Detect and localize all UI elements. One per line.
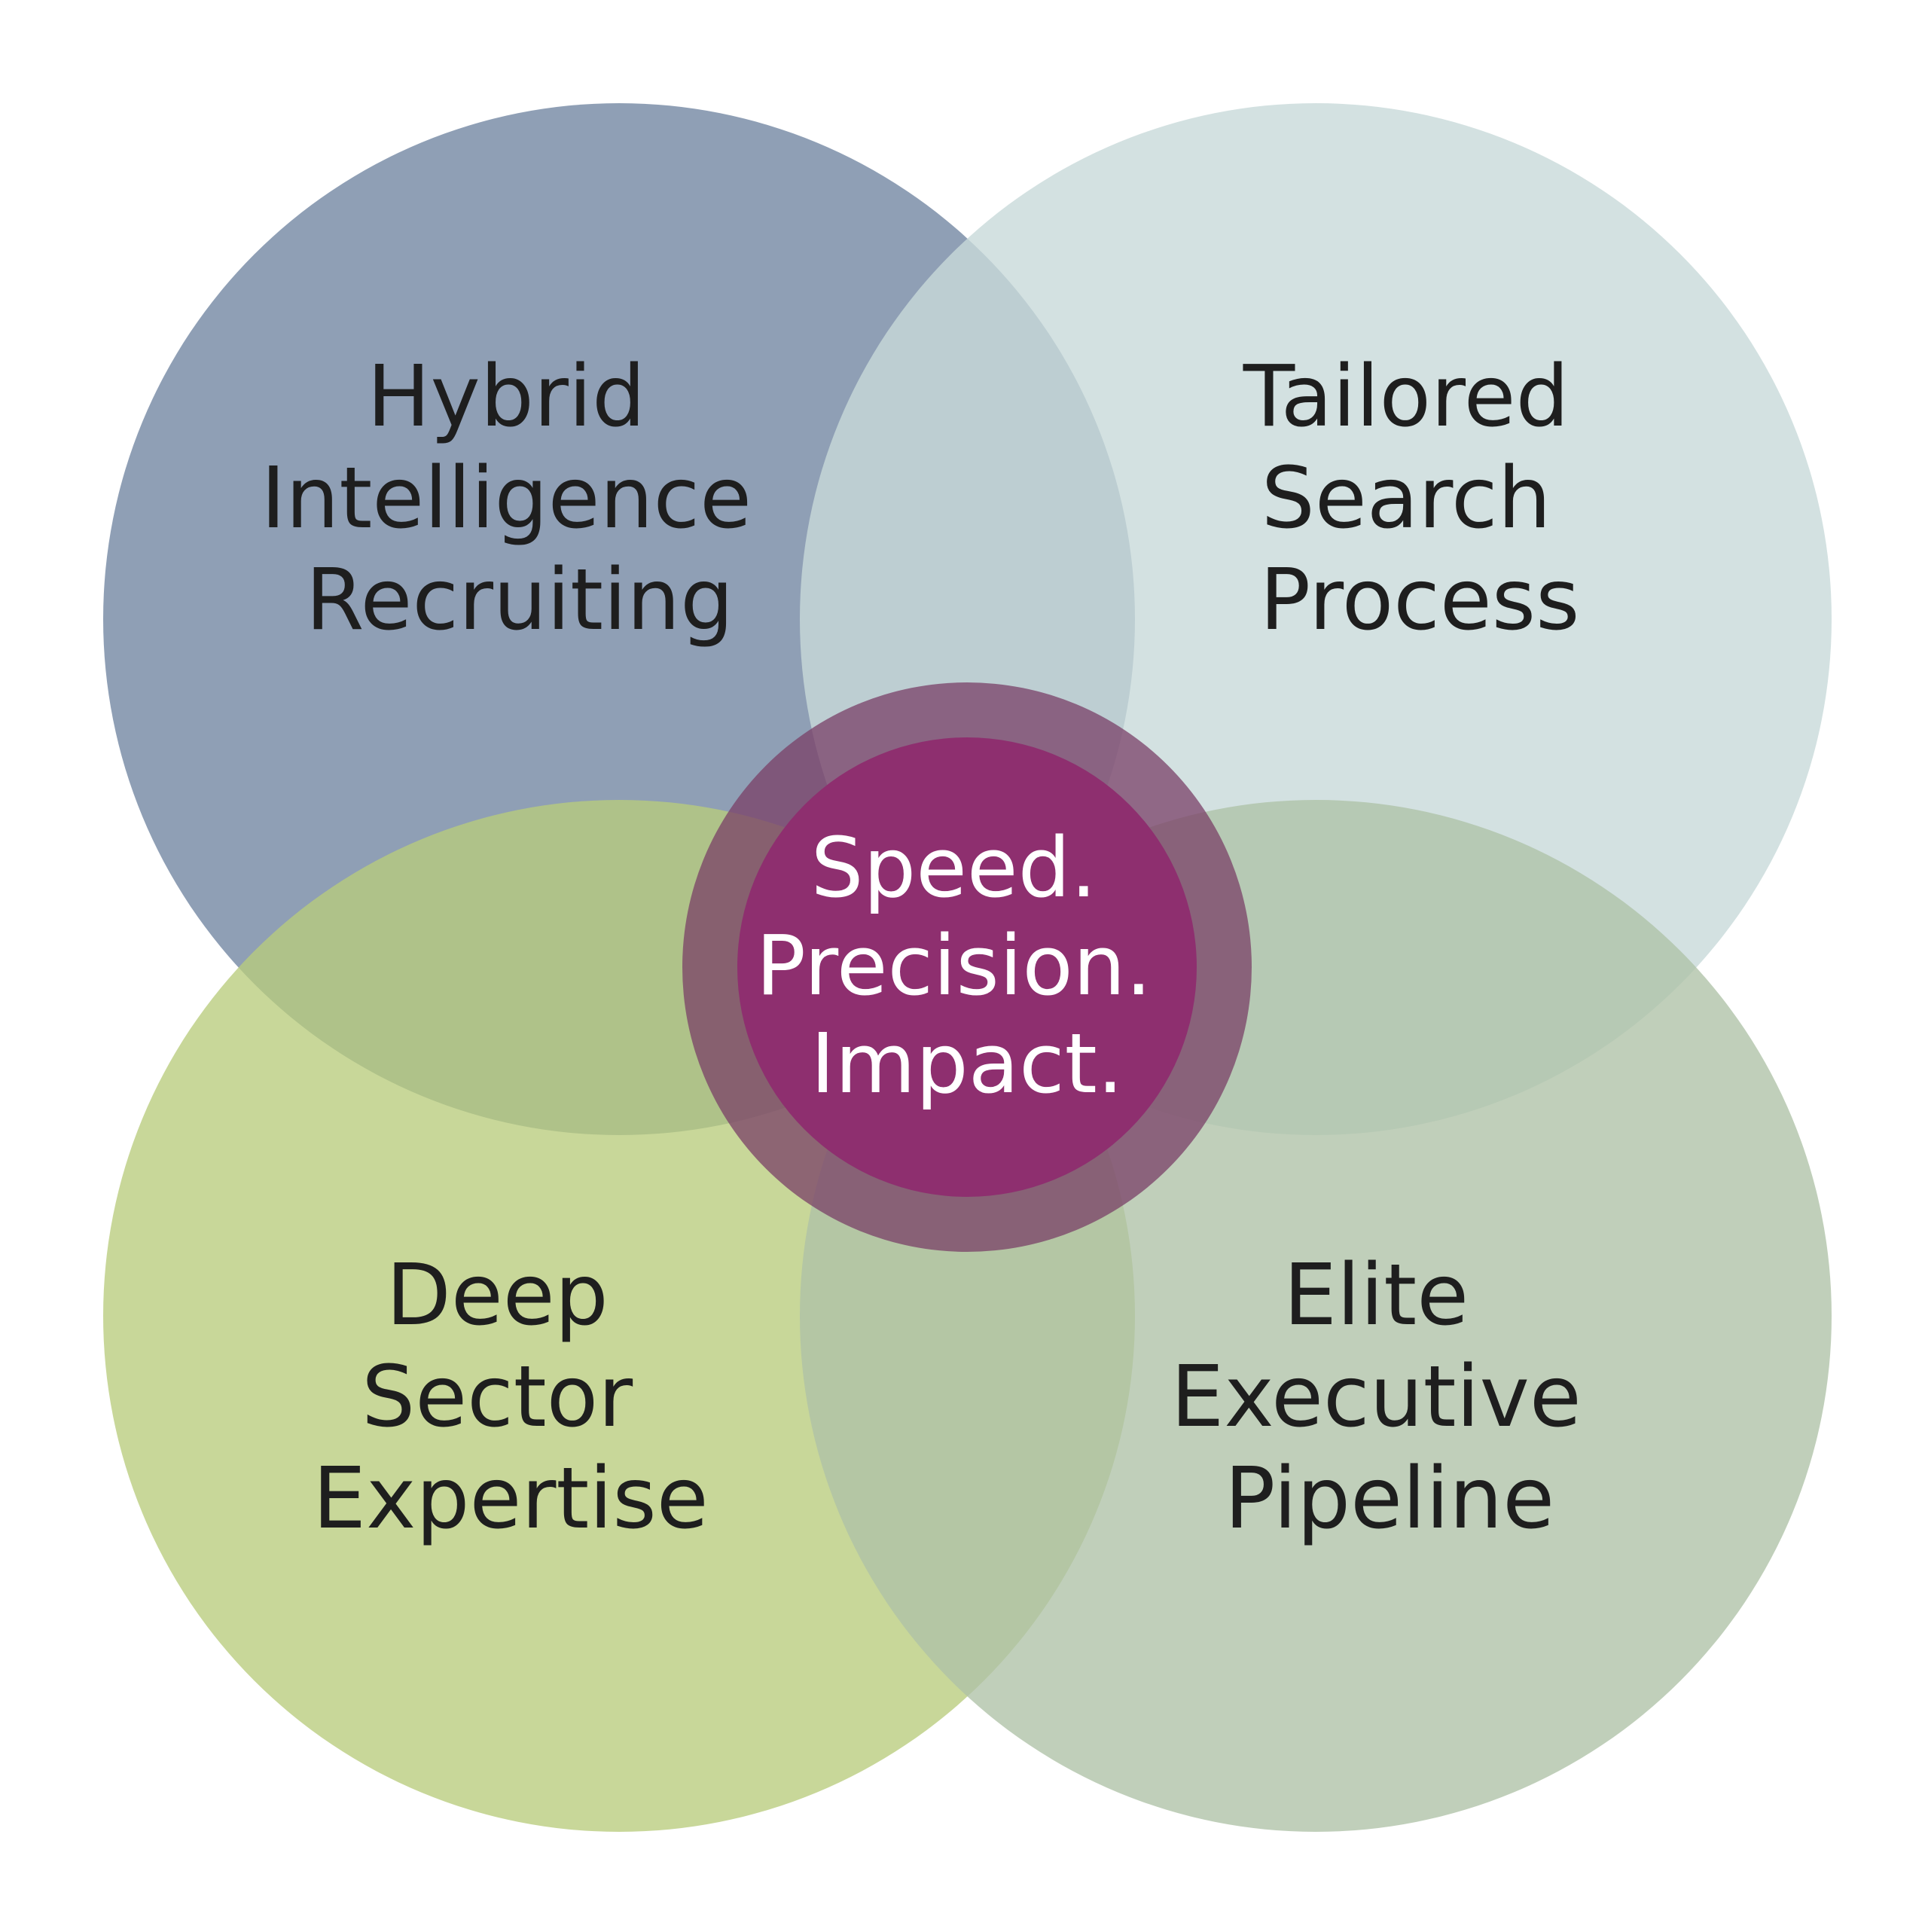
label-center: Speed. Precision. Impact. [756,819,1179,1112]
label-top-right-line-2: Search [1261,450,1551,548]
label-bottom-left-line-2: Sector [362,1348,633,1446]
label-center-line-1: Speed. [811,819,1097,916]
label-top-left-line-1: Hybrid [367,348,645,446]
label-bottom-left-line-1: Deep [386,1247,609,1344]
label-center-line-2: Precision. [756,917,1152,1014]
label-bottom-left-line-3: Expertise [313,1450,708,1548]
label-bottom-right: Elite Executive Pipeline [1171,1247,1609,1548]
label-top-right-line-3: Process [1260,551,1580,649]
label-bottom-right-line-1: Elite [1283,1247,1469,1344]
label-top-left-line-2: Intelligence [261,450,752,548]
label-bottom-right-line-3: Pipeline [1225,1450,1554,1548]
center-core [737,737,1197,1197]
label-top-right-line-1: Tailored [1243,348,1570,446]
label-center-line-3: Impact. [810,1015,1123,1112]
label-top-right: Tailored Search Process [1243,348,1596,649]
label-top-left-line-3: Recruiting [306,551,734,649]
center-circle-group [682,682,1252,1252]
label-top-left: Hybrid Intelligence Recruiting [261,348,778,649]
label-bottom-left: Deep Sector Expertise [313,1247,708,1548]
label-bottom-right-line-2: Executive [1171,1348,1582,1446]
